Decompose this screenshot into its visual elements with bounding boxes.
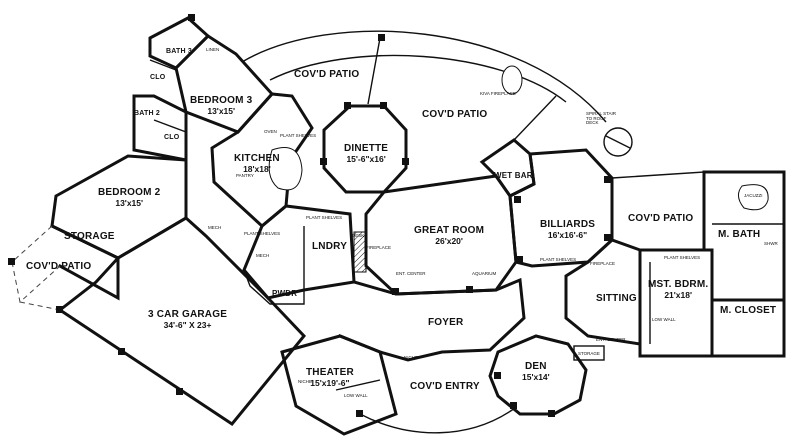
room-clo-2: CLO [164, 134, 180, 141]
note-shwr: SHWR [764, 241, 778, 246]
note-desk: DESK [352, 233, 365, 238]
note-jacuzzi: JACUZZI [744, 193, 763, 198]
note-low-wall-mst: LOW WALL [652, 317, 676, 322]
patio-arc-top-inner [269, 54, 567, 103]
wall-foyer [338, 277, 526, 362]
room-bedroom3: BEDROOM 3 13'x15' [190, 95, 253, 116]
note-pantry: PANTRY [236, 173, 254, 178]
room-lndry: LNDRY [312, 241, 348, 252]
note-spiral-stair: SPIRAL STAIR TO ROOF DECK [586, 111, 617, 125]
room-foyer: FOYER [428, 317, 464, 328]
jacuzzi-tub [738, 184, 769, 211]
patio-rail-2 [513, 95, 557, 141]
room-garage: 3 CAR GARAGE 34'-6" X 23+ [148, 309, 228, 330]
wall-sitting [564, 238, 642, 346]
wall-covd-patio-left-2 [19, 281, 97, 311]
room-pwdr: PWDR [272, 289, 298, 298]
wall-storage [49, 223, 120, 301]
fireplace-bump [353, 231, 367, 273]
wall-pwdr [243, 269, 305, 305]
wall-billiards [508, 148, 614, 268]
patio-arc-top [241, 30, 607, 123]
wall-storage-small [573, 345, 605, 361]
note-ent-center-great: ENT. CENTER [396, 271, 426, 276]
wall-bath2-block [132, 94, 188, 162]
note-linen: LINEN [206, 47, 220, 52]
room-clo-1: CLO [150, 74, 166, 81]
room-wet-bar: WET BAR [494, 171, 533, 180]
room-den: DEN 15'x14' [522, 361, 550, 382]
note-storage-small: STORAGE [578, 351, 600, 356]
wall-covd-patio-left [11, 225, 61, 303]
room-covd-patio-right: COV'D PATIO [628, 213, 694, 224]
kiva-fireplace-oval [501, 65, 523, 95]
wall-bath2-div [153, 119, 187, 133]
room-sitting: SITTING [596, 293, 637, 304]
wall-theater-low [335, 379, 381, 391]
note-fireplace-great: FIREPLACE [366, 245, 392, 250]
note-low-wall-theater: LOW WALL [344, 393, 368, 398]
note-oven: OVEN [264, 129, 277, 134]
pillars [8, 14, 611, 417]
note-ent-center-den: ENT. CENTER [596, 337, 626, 342]
note-niche-foyer: NICHE [404, 355, 419, 360]
wall-den [488, 334, 588, 416]
note-aquarium: AQUARIUM [472, 271, 497, 276]
note-niche-theater: NICHE [298, 379, 313, 384]
wall-garage [57, 216, 306, 426]
wall-mst-bdrm [638, 248, 714, 358]
room-dinette: DINETTE 15'-6"x16' [344, 143, 389, 164]
note-plant-shelves-kitchen: PLANT SHELVES [280, 133, 317, 138]
room-great-room: GREAT ROOM 26'x20' [414, 225, 485, 246]
room-covd-patio-top: COV'D PATIO [294, 69, 360, 80]
note-plant-shelves-billiards: PLANT SHELVES [540, 257, 577, 262]
room-kitchen: KITCHEN 18'x18' [234, 153, 280, 174]
note-fireplace-mst: FIREPLACE [590, 261, 616, 266]
room-bath2: BATH 2 [134, 110, 160, 117]
room-covd-entry: COV'D ENTRY [410, 381, 480, 392]
room-mst-bdrm: MST. BDRM. 21'x18' [648, 279, 709, 300]
kitchen-island [268, 147, 303, 191]
note-mech-lndry: MECH [256, 253, 270, 258]
room-covd-patio-top2: COV'D PATIO [422, 109, 488, 120]
note-mech-garage: MECH [208, 225, 222, 230]
spiral-stair-circle [603, 127, 633, 157]
note-plant-shelves-lndry: PLANT SHELVES [306, 215, 343, 220]
note-plant-shelves-lndry2: PLANT SHELVES [244, 231, 281, 236]
spiral-stair-line [605, 135, 631, 149]
room-theater: THEATER 15'x19'-6" [306, 367, 354, 388]
room-covd-patio-left: COV'D PATIO [26, 261, 92, 272]
wall-theater [280, 334, 398, 436]
wall-m-closet [710, 298, 786, 358]
wall-covd-patio-right [611, 171, 705, 250]
patio-rail-1 [367, 37, 381, 105]
room-storage: STORAGE [64, 231, 115, 242]
room-m-closet: M. CLOSET [720, 305, 777, 316]
note-kiva-fireplace: KIVA FIREPLACE [480, 91, 516, 96]
room-billiards: BILLIARDS 16'x16'-6" [540, 219, 596, 240]
room-bath3: BATH 3 [166, 48, 192, 55]
room-m-bath: M. BATH [718, 229, 761, 240]
room-bedroom2: BEDROOM 2 13'x15' [98, 187, 161, 208]
note-plant-shelves-mst: PLANT SHELVES [664, 255, 701, 260]
